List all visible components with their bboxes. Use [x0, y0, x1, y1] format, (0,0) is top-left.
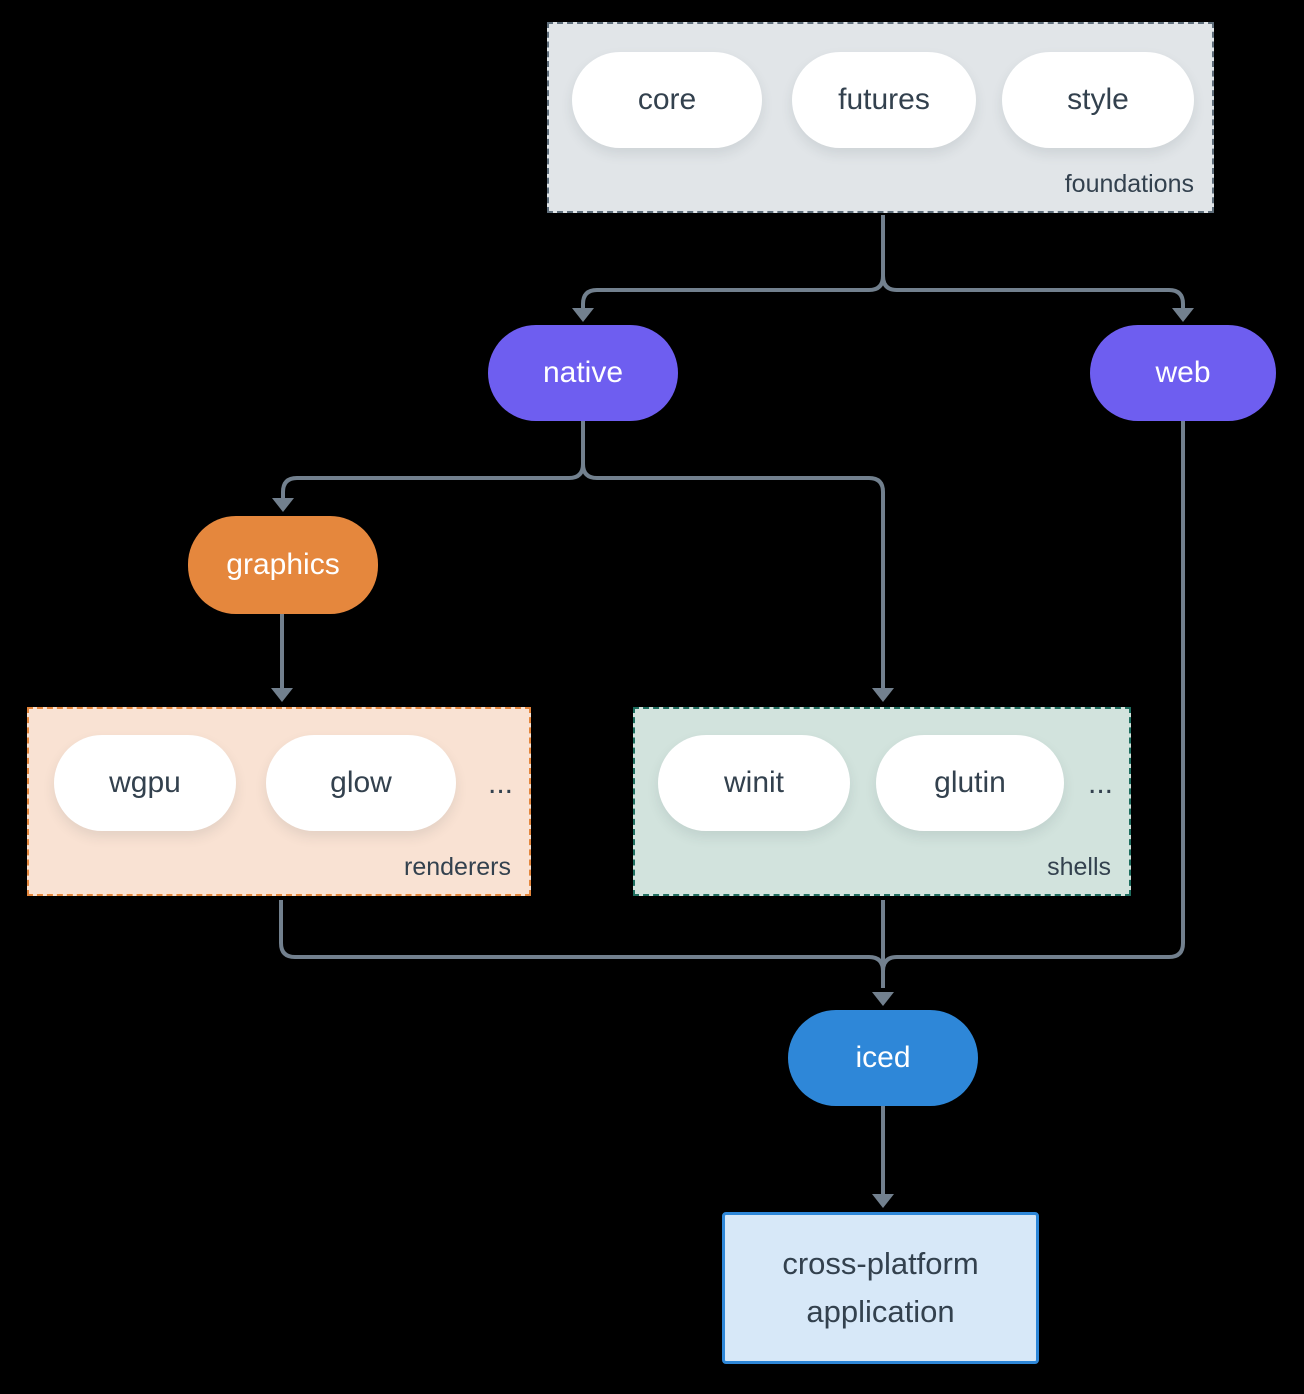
renderers-label: renderers: [404, 853, 511, 881]
node-web: web: [1090, 325, 1276, 421]
node-glow-label: glow: [330, 766, 392, 799]
node-graphics-label: graphics: [226, 548, 340, 581]
node-futures: futures: [792, 52, 976, 148]
node-style-label: style: [1067, 83, 1129, 116]
cross-platform-application-box: cross-platform application: [722, 1212, 1039, 1364]
node-futures-label: futures: [838, 83, 930, 116]
shells-container: winit glutin ... shells: [633, 707, 1131, 896]
node-iced-label: iced: [855, 1041, 911, 1074]
node-native-label: native: [542, 356, 624, 389]
foundations-container: core futures style foundations: [547, 22, 1214, 213]
foundations-label: foundations: [1064, 170, 1194, 198]
application-label-line1: cross-platform: [782, 1245, 979, 1281]
node-glutin: glutin: [876, 735, 1064, 831]
shells-label: shells: [1047, 853, 1111, 881]
node-native: native: [488, 325, 678, 421]
renderers-container: wgpu glow ... renderers: [27, 707, 531, 896]
node-graphics: graphics: [188, 516, 378, 614]
node-web-label: web: [1155, 356, 1211, 389]
renderers-ellipsis: ...: [487, 767, 513, 800]
node-glutin-label: glutin: [934, 766, 1006, 799]
node-glow: glow: [266, 735, 456, 831]
node-wgpu: wgpu: [54, 735, 236, 831]
node-winit: winit: [658, 735, 850, 831]
node-iced: iced: [788, 1010, 978, 1106]
application-label-line2: application: [806, 1294, 955, 1329]
node-style: style: [1002, 52, 1194, 148]
shells-ellipsis: ...: [1087, 767, 1113, 800]
node-core: core: [572, 52, 762, 148]
node-core-label: core: [637, 83, 697, 116]
node-wgpu-label: wgpu: [109, 766, 181, 799]
node-winit-label: winit: [723, 766, 784, 799]
